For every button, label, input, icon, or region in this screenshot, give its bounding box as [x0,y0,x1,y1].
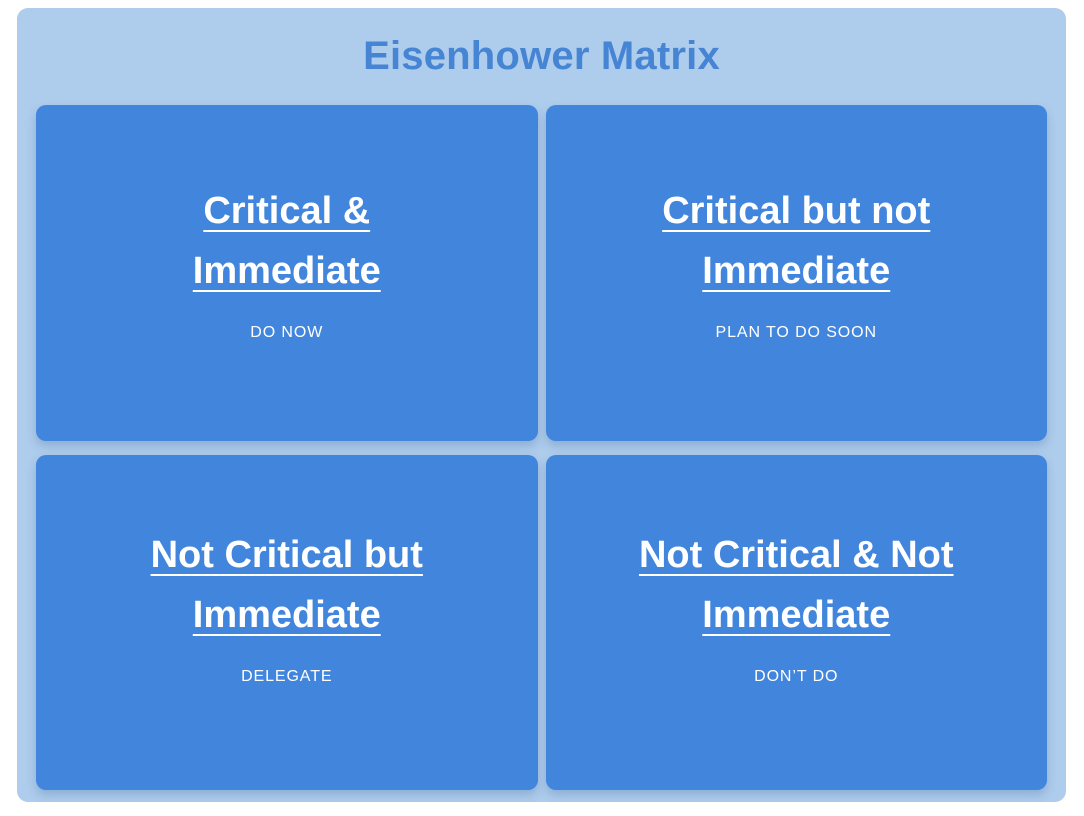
quadrant-urgent-important[interactable]: Critical & Immediate DO NOW [36,105,538,441]
quadrant-grid: Critical & Immediate DO NOW Critical but… [36,105,1047,790]
quadrant-subtitle: DO NOW [250,324,324,341]
quadrant-subtitle: DON’T DO [754,667,839,685]
quadrant-heading[interactable]: Critical & Immediate [192,190,381,292]
quadrant-not-urgent-not-important[interactable]: Not Critical & Not Immediate DON’T DO [545,454,1047,790]
quadrant-urgent-not-important[interactable]: Not Critical but Immediate DELEGATE [36,454,538,790]
quadrant-heading[interactable]: Not Critical but Immediate [150,533,423,636]
quadrant-heading[interactable]: Not Critical & Not Immediate [638,533,954,636]
quadrant-subtitle: DELEGATE [241,667,333,685]
quadrant-important-not-urgent[interactable]: Critical but not Immediate PLAN TO DO SO… [545,105,1047,441]
quadrant-subtitle: PLAN TO DO SOON [715,324,877,341]
quadrant-heading[interactable]: Critical but not Immediate [662,190,931,292]
page-title: Eisenhower Matrix [363,34,720,78]
eisenhower-matrix-panel: Eisenhower Matrix Critical & Immediate D… [17,8,1066,802]
